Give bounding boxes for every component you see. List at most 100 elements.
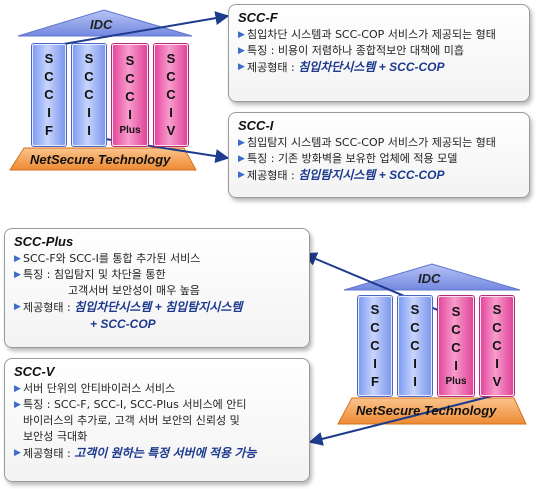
pillar-letter: V [166,123,176,138]
pillar-letter: S [410,302,420,317]
bullet-icon: ▶ [14,302,21,312]
box-line-text: 서버 단위의 안티바이러스 서비스 [23,382,176,395]
pillar-letter: C [370,320,380,335]
box-line-text: 특징 : 비용이 저렴하나 종합적보안 대책에 미흡 [247,44,464,57]
box-line: ▶특징 : 비용이 저렴하나 종합적보안 대책에 미흡 [238,43,521,59]
offer-label: 제공형태 : [247,169,299,182]
bullet-icon: ▶ [238,30,245,40]
box-line-text: 특징 : SCC-F, SCC-I, SCC-Plus 서비스에 안티 [23,398,247,411]
bottom-pillar-scc-v: S C C I V [480,296,514,396]
pillar-letter: F [371,374,379,389]
pillar-letter: C [84,69,94,84]
top-roof-label: IDC [90,17,113,32]
offer-label: 제공형태 : [247,61,299,74]
box-line-text: 보안성 극대화 [23,430,88,443]
pillar-letter: S [84,51,94,66]
bullet-icon: ▶ [238,62,245,72]
pillar-letter: C [370,338,380,353]
pillar-letter: C [125,89,135,104]
box-line-text: 특징 : 침입탐지 및 차단을 통한 [23,268,166,281]
offer-label: 제공형태 : [23,301,75,314]
bottom-base-label: NetSecure Technology [356,403,497,418]
offer-value: 침입차단시스템 + SCC-COP [298,60,445,74]
scc-f-box: SCC-F ▶침입차단 시스템과 SCC-COP 서비스가 제공되는 형태 ▶특… [228,4,530,102]
pillar-letter: C [44,69,54,84]
bottom-pillar-scc-i: S C C I I [398,296,432,396]
box-title: SCC-F [238,10,278,25]
pillar-letter: Plus [445,376,467,387]
top-base-label: NetSecure Technology [30,152,171,167]
box-line: ▶특징 : SCC-F, SCC-I, SCC-Plus 서비스에 안티 [14,397,301,413]
pillar-letter: C [166,69,176,84]
top-pillar-scc-v: S C C I V [154,44,188,146]
box-line: ▶제공형태 : 침입차단시스템 + 침입탐지시스템 [14,299,301,316]
box-line-text: SCC-F와 SCC-I를 통합 추가된 서비스 [23,252,201,265]
pillar-letter: F [45,123,53,138]
box-line: ▶제공형태 : 고객이 원하는 특정 서버에 적용 가능 [14,445,301,462]
box-line: ▶제공형태 : 침입탐지시스템 + SCC-COP [238,167,521,184]
arrow-to-scc-f [51,11,230,47]
pillar-letter: I [413,356,417,371]
offer-value: 고객이 원하는 특정 서버에 적용 가능 [74,446,257,460]
box-line: 보안성 극대화 [14,429,301,445]
bottom-roof-label: IDC [418,271,441,286]
top-pillar-scc-plus: S C C I Plus [112,44,148,146]
box-line-text: 특징 : 기존 방화벽을 보유한 업체에 적용 모델 [247,152,458,165]
pillar-letter: C [492,338,502,353]
box-line-text: 침입탐지 시스템과 SCC-COP 서비스가 제공되는 형태 [247,136,496,149]
bottom-pillar-scc-plus: S C C I Plus [438,296,474,396]
scc-i-box: SCC-I ▶침입탐지 시스템과 SCC-COP 서비스가 제공되는 형태 ▶특… [228,112,530,198]
pillar-letter: I [87,123,91,138]
box-line: ▶특징 : 침입탐지 및 차단을 통한 [14,267,301,283]
pillar-letter: Plus [119,125,141,136]
pillar-letter: S [125,53,135,68]
pillar-letter: C [166,87,176,102]
pillar-letter: I [495,356,499,371]
pillar-letter: C [410,320,420,335]
box-line: ▶제공형태 : 침입차단시스템 + SCC-COP [238,59,521,76]
offer-value-cont: + SCC-COP [90,317,156,331]
bottom-pillar-scc-f: S C C I F [358,296,392,396]
bullet-icon: ▶ [14,270,21,280]
pillar-letter: I [373,356,377,371]
bullet-icon: ▶ [14,384,21,394]
box-line: ▶침입탐지 시스템과 SCC-COP 서비스가 제공되는 형태 [238,135,521,151]
bullet-icon: ▶ [238,170,245,180]
pillar-letter: S [44,51,54,66]
box-title: SCC-V [14,364,55,379]
top-pillar-scc-f: S C C I F [32,44,66,146]
pillar-letter: S [492,302,502,317]
pillar-letter: I [87,105,91,120]
pillar-letter: C [451,340,461,355]
bullet-icon: ▶ [14,254,21,264]
pillar-letter: I [413,374,417,389]
bullet-icon: ▶ [238,138,245,148]
top-base [9,147,197,171]
pillar-letter: I [128,107,132,122]
offer-label: 제공형태 : [23,447,75,460]
box-line-text: 바이러스의 추가로, 고객 서버 보안의 신뢰성 및 [23,414,240,427]
bottom-roof [343,263,521,291]
pillar-letter: C [44,87,54,102]
box-line: + SCC-COP [14,316,301,333]
pillar-letter: V [492,374,502,389]
offer-value: 침입탐지시스템 + SCC-COP [298,168,445,182]
pillar-letter: C [492,320,502,335]
box-line-text: 침입차단 시스템과 SCC-COP 서비스가 제공되는 형태 [247,28,496,41]
pillar-letter: C [84,87,94,102]
box-line: 고객서버 보안성이 매우 높음 [14,283,301,299]
box-line: ▶SCC-F와 SCC-I를 통합 추가된 서비스 [14,251,301,267]
scc-v-box: SCC-V ▶서버 단위의 안티바이러스 서비스 ▶특징 : SCC-F, SC… [4,358,310,482]
box-title: SCC-I [238,118,274,133]
pillar-letter: I [47,105,51,120]
bullet-icon: ▶ [238,154,245,164]
pillar-letter: S [451,304,461,319]
box-line-text: 고객서버 보안성이 매우 높음 [68,284,200,297]
arrow-to-scc-i [85,135,230,163]
pillar-letter: I [454,358,458,373]
offer-value: 침입차단시스템 + 침입탐지시스템 [74,300,243,314]
pillar-letter: S [370,302,380,317]
pillar-letter: C [125,71,135,86]
